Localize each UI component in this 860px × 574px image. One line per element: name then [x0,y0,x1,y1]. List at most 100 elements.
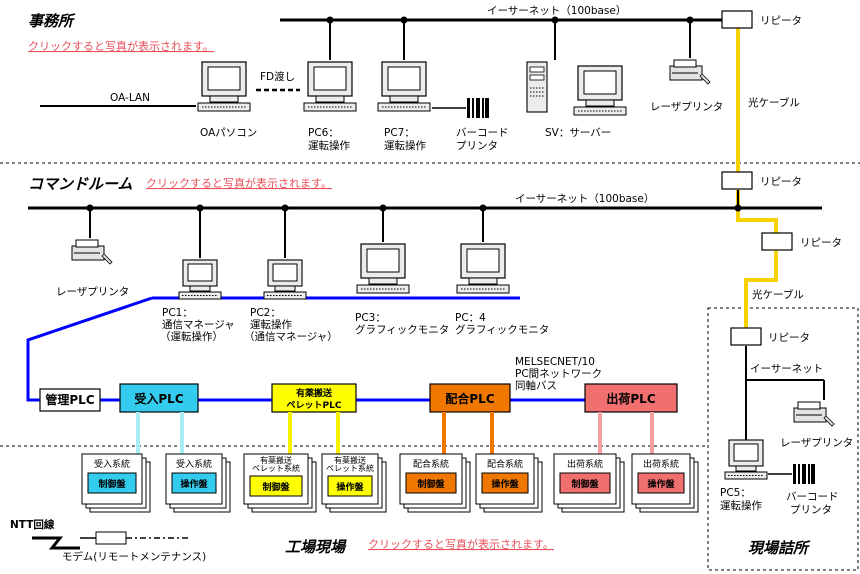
panel-yuyaku-operation-system-2: ペレット系統 [326,463,374,473]
barcode-printer-office-icon [466,98,490,118]
panel-shukka-control: 出荷系統 制御盤 [553,453,625,513]
pc5-label: PC5： [720,487,751,499]
coax-bus-left [26,296,153,402]
panel-haigo-operation-system: 配合系統 [487,458,523,470]
factory-title: 工場現場 [285,538,347,556]
pc2-role-2: （通信マネージャ） [244,331,338,343]
panel-yuyaku-operation-label: 操作盤 [336,481,364,493]
panel-haigo-control-system: 配合系統 [413,458,449,470]
ethernet-site-label: イーサーネット [750,363,823,375]
pc3-label: PC3： [355,312,386,324]
site-office-boundary [707,307,859,571]
pc4-label: PC：4 [455,312,486,324]
pc1-label: PC1： [162,307,193,319]
panel-yuyaku-control: 有薬搬送 ペレット系統 制御盤 [243,453,317,513]
shukka-plc-label: 出荷PLC [606,391,655,406]
barcode-printer-site-label-2: プリンタ [790,504,832,516]
yuyaku-plc [271,383,357,413]
laser-printer-command-icon [71,239,113,265]
pc7-icon [377,61,431,112]
panel-ukeire-operation: 受入系統 操作盤 [165,453,231,513]
kanri-plc [39,388,101,412]
panel-shukka-operation: 出荷系統 操作盤 [631,453,699,513]
site-office-title: 現場詰所 [748,539,811,557]
ukeire-plc [119,383,199,413]
barcode-printer-office-label: バーコード [456,127,509,139]
panel-haigo-control: 配合系統 制御盤 [399,453,471,513]
haigo-plc-label: 配合PLC [445,391,494,406]
repeater-relay [761,232,793,251]
haigo-plc [429,383,511,413]
panel-yuyaku-control-system: 有薬搬送 [260,455,292,465]
server-monitor-icon [573,65,627,116]
panel-haigo-operation: 配合系統 操作盤 [475,453,543,513]
laser-printer-site-icon [793,401,835,427]
server-tower-icon [526,61,548,113]
modem-label: モデム(リモートメンテナンス) [62,550,206,563]
repeater-office-label: リピータ [760,15,802,27]
modem-icon [95,531,127,545]
pc2-icon [263,259,307,300]
panel-yuyaku-operation-system: 有薬搬送 [334,455,366,465]
repeater-office [721,10,753,29]
panel-yuyaku-control-label: 制御盤 [262,481,290,493]
repeater-relay-label: リピータ [800,237,842,249]
panel-shukka-control-label: 制御盤 [571,478,599,490]
factory-photo-link[interactable]: クリックすると写真が表示されます。 [368,537,554,551]
kanri-plc-label: 管理PLC [45,392,94,407]
laser-printer-office-icon [669,59,711,85]
pc1-role: 通信マネージャ [162,319,235,331]
command-room-photo-link[interactable]: クリックすると写真が表示されます。 [146,176,332,190]
panel-ukeire-control: 受入系統 制御盤 [81,453,151,513]
pc3-role: グラフィックモニタ [355,323,449,336]
yuyaku-plc-label-2: ペレットPLC [287,400,342,411]
oa-pc-label: OAパソコン [200,127,257,139]
panel-ukeire-operation-label: 操作盤 [180,478,208,490]
fiber-cable-label-2: 光ケーブル [752,288,804,301]
server-label: SV：サーバー [545,127,611,139]
panel-haigo-operation-label: 操作盤 [491,478,519,490]
laser-printer-command-label: レーザプリンタ [56,286,129,298]
panel-shukka-operation-label: 操作盤 [647,478,675,490]
panel-ukeire-control-system: 受入系統 [94,458,130,470]
panel-ukeire-control-label: 制御盤 [98,478,126,490]
pc2-role: 運転操作 [250,318,292,331]
yuyaku-plc-label: 有薬搬送 [296,387,333,399]
fiber-cable-mid [736,190,778,233]
fd-transfer-label: FD渡し [260,70,295,83]
melsecnet-label-2: PC間ネットワーク [515,368,602,380]
panel-shukka-control-system: 出荷系統 [567,458,603,470]
office-title: 事務所 [28,12,76,30]
ukeire-plc-label: 受入PLC [134,391,183,406]
barcode-printer-office-label-2: プリンタ [456,140,498,152]
command-room-title: コマンドルーム [28,175,133,193]
pc1-icon [178,259,222,300]
repeater-site [730,327,762,346]
barcode-printer-site-icon [792,464,816,484]
pc3-icon [356,243,410,294]
oa-lan-label: OA-LAN [110,92,150,104]
melsecnet-label-3: 同軸バス [515,379,557,392]
laser-printer-site-label: レーザプリンタ [780,437,853,449]
office-photo-link[interactable]: クリックすると写真が表示されます。 [28,39,214,53]
repeater-command [721,171,753,190]
panel-ukeire-operation-system: 受入系統 [176,458,212,470]
ethernet-office-label: イーサーネット（100base） [487,5,626,17]
ntt-line-label: NTT回線 [10,518,55,531]
repeater-command-label: リピータ [760,176,802,188]
oa-pc-icon [197,61,251,112]
ntt-line-bolt-icon [32,536,80,550]
pc1-role-2: （運転操作） [160,330,223,343]
pc5-role: 運転操作 [720,499,762,512]
laser-printer-office-label: レーザプリンタ [650,101,723,113]
ethernet-command-label: イーサーネット（100base） [515,193,654,205]
shukka-plc [584,383,678,413]
panel-yuyaku-operation: 有薬搬送 ペレット系統 操作盤 [321,453,387,513]
panel-haigo-control-label: 制御盤 [417,478,445,490]
pc4-role: グラフィックモニタ [455,323,549,336]
panel-yuyaku-control-system-2: ペレット系統 [252,463,300,473]
panel-shukka-operation-system: 出荷系統 [643,458,679,470]
pc6-label: PC6： [308,127,339,139]
repeater-site-label: リピータ [768,332,810,344]
